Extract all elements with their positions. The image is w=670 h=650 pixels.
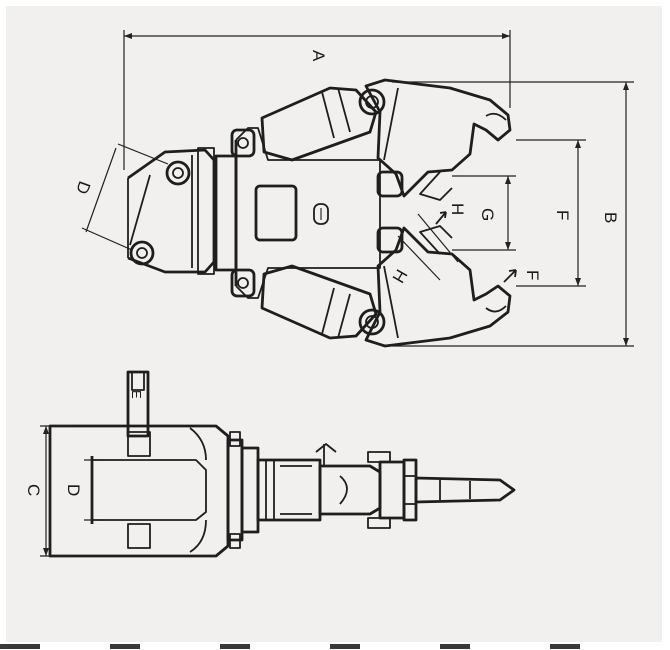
scan-mark [110, 644, 140, 649]
label-B: B [601, 212, 620, 223]
scan-mark [330, 644, 360, 649]
upper-pivot-block [376, 170, 404, 198]
label-E: E [129, 390, 144, 399]
label-F-outer: F [553, 210, 572, 220]
scan-mark [220, 644, 250, 649]
label-D-side: D [64, 484, 83, 496]
label-D-bracket: D [72, 179, 94, 197]
rotation-housing [214, 127, 381, 299]
drawing-frame [6, 6, 662, 642]
lower-jaw [364, 225, 512, 348]
lower-cylinder [260, 264, 386, 340]
crusher-side-view [48, 370, 516, 558]
label-A: A [309, 50, 328, 62]
label-H-lower: H [388, 266, 411, 286]
label-G: G [478, 208, 497, 221]
side-view-dimensions [40, 425, 104, 557]
label-F-lower: F [523, 270, 542, 280]
scan-mark [0, 644, 40, 649]
scan-mark [550, 644, 580, 649]
label-H-upper: H [448, 203, 467, 215]
mounting-bracket [127, 147, 216, 275]
scan-mark [440, 644, 470, 649]
upper-jaw [364, 78, 512, 201]
label-C: C [24, 484, 43, 496]
upper-cylinder [260, 86, 386, 162]
top-view-dimensions [81, 30, 634, 347]
crusher-top-view [127, 78, 512, 348]
